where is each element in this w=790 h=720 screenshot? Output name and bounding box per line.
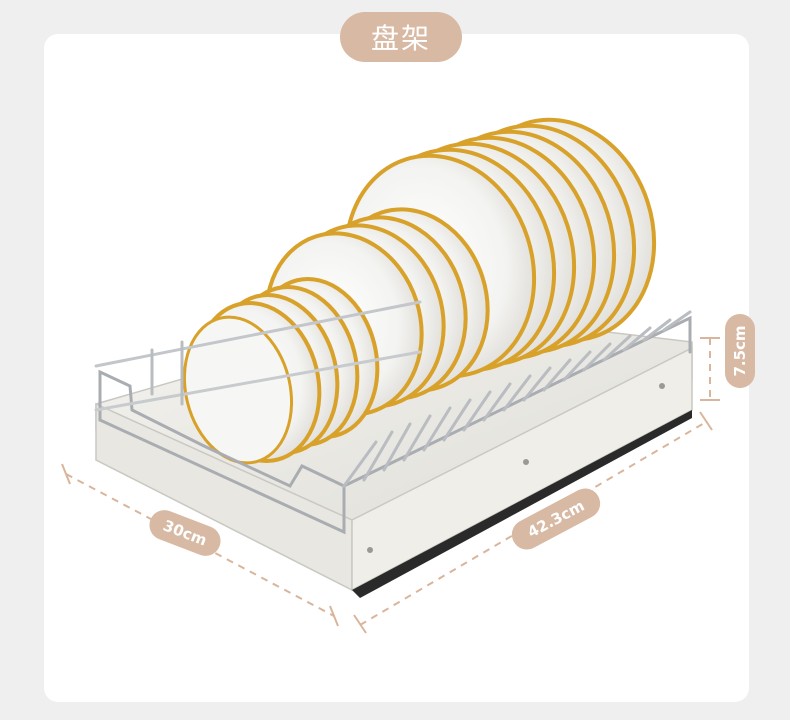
width-tick-end: [699, 411, 713, 431]
height-dimension-label: 7.5cm: [725, 314, 755, 388]
depth-dimension-line: [65, 473, 335, 617]
small-plates: [182, 277, 380, 465]
depth-tick-start: [61, 463, 71, 485]
wire-rack: [94, 300, 692, 535]
plates: [182, 117, 657, 465]
title-text: 盘架: [370, 22, 431, 55]
width-tick-start: [353, 614, 367, 634]
title-badge: 盘架: [340, 12, 462, 62]
height-value: 7.5cm: [731, 325, 749, 377]
depth-tick-end: [329, 605, 339, 627]
